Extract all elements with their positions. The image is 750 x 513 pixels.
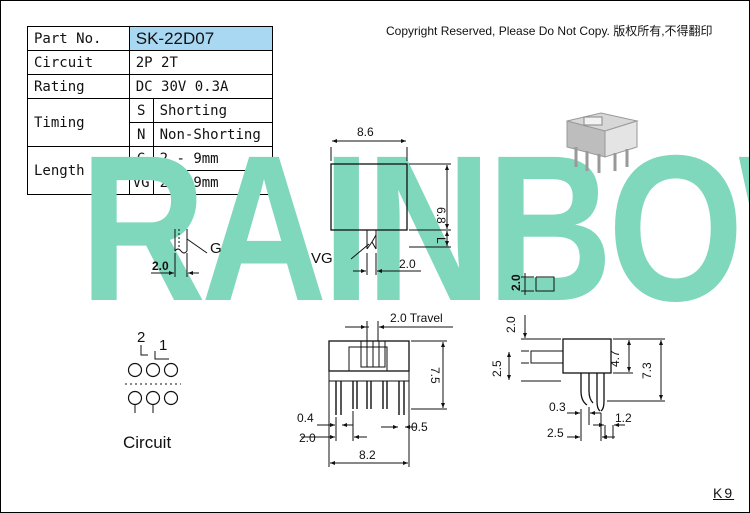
length-vg-value: 2 - 9mm xyxy=(152,170,274,195)
g-terminal-detail: G 2.0 xyxy=(151,229,222,277)
vg-label: VG xyxy=(311,250,333,267)
part-no-value: SK-22D07 xyxy=(128,26,274,51)
small-detail: 2.0 xyxy=(509,273,555,295)
spec-row-length-vg: VG 2 - 9mm xyxy=(28,170,274,195)
top-view: 8.6 6.8 L VG 2.0 xyxy=(311,125,451,275)
dim-top-l: L xyxy=(434,237,448,244)
side-view: 2.0 2.5 4.7 7.3 0.3 1.2 2.5 xyxy=(490,315,665,441)
dim-pin-width: 0.4 xyxy=(297,411,314,425)
dim-travel: 2.0 Travel xyxy=(390,311,443,325)
dim-side-2-5: 2.5 xyxy=(490,360,504,377)
spec-row-rating: Rating DC 30V 0.3A xyxy=(27,74,274,99)
dim-front-width: 8.2 xyxy=(359,448,376,462)
dim-pin-pitch: 2.0 xyxy=(299,431,316,445)
dim-small-2-0: 2.0 xyxy=(509,274,523,291)
spec-table: Part No. SK-22D07 Circuit 2P 2T Rating D… xyxy=(27,26,274,195)
dim-pin-right: 0.5 xyxy=(411,420,428,434)
timing-label: Timing xyxy=(27,98,130,147)
dim-side-0-3: 0.3 xyxy=(549,400,566,414)
circuit-diagram: 2 1 Circuit xyxy=(123,329,181,452)
copyright-notice: Copyright Reserved, Please Do Not Copy. … xyxy=(386,24,713,38)
front-view: 2.0 Travel 7.5 0.4 xyxy=(297,311,453,467)
rating-value: DC 30V 0.3A xyxy=(128,74,274,99)
circuit-caption: Circuit xyxy=(123,433,171,452)
dim-side-bottom-2-5: 2.5 xyxy=(547,426,564,440)
dim-side-4-7: 4.7 xyxy=(608,350,622,367)
page-code: K9 xyxy=(713,485,735,501)
dim-top-height: 6.8 xyxy=(434,207,448,224)
circuit-pin-2-label: 2 xyxy=(137,329,145,346)
spec-row-part-no: Part No. SK-22D07 xyxy=(27,26,274,51)
dim-side-2-0: 2.0 xyxy=(504,316,518,333)
dim-front-height: 7.5 xyxy=(428,367,442,384)
dim-vg-pitch: 2.0 xyxy=(399,257,416,271)
circuit-pin-1-label: 1 xyxy=(159,337,167,354)
circuit-label: Circuit xyxy=(27,50,130,75)
length-label: Length (L) xyxy=(27,146,130,195)
g-label: G xyxy=(210,240,222,257)
rating-label: Rating xyxy=(27,74,130,99)
spec-row-length-g: Length (L) G 2 - 9mm xyxy=(27,146,274,195)
dim-side-1-2: 1.2 xyxy=(615,411,632,425)
dim-top-width: 8.6 xyxy=(357,125,374,139)
product-photo xyxy=(566,112,639,173)
dim-g-pitch: 2.0 xyxy=(152,259,169,273)
part-no-label: Part No. xyxy=(27,26,130,51)
dim-side-7-3: 7.3 xyxy=(640,362,654,379)
